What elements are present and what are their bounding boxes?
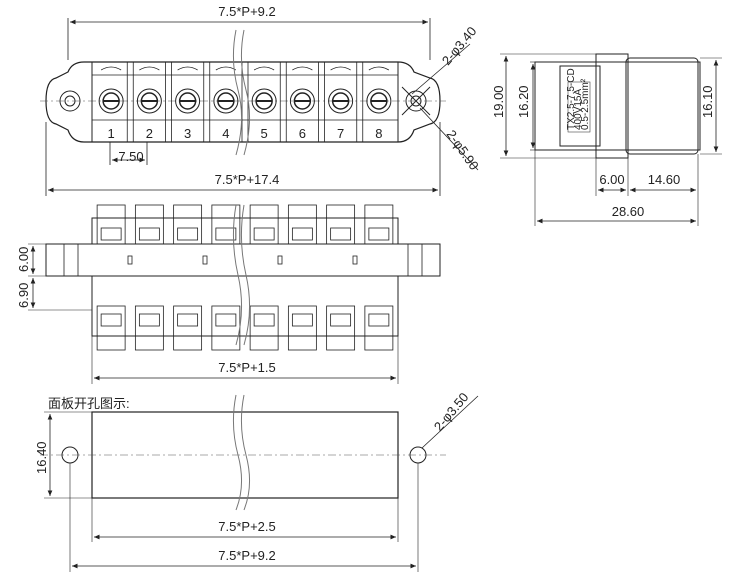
screw-icon [175, 88, 201, 114]
terminal-clamp-top [287, 204, 317, 245]
terminal-clamp-bottom [173, 305, 203, 351]
screw-icon [136, 88, 162, 114]
screw-side-icon [291, 313, 313, 327]
wire-entry-icon [215, 66, 237, 71]
panel-slot-width: 7.5*P+2.5 [218, 519, 275, 534]
screw-side-icon [100, 313, 122, 327]
wire-entry-icon [330, 66, 351, 71]
screw-side-icon [368, 313, 390, 327]
terminal-clamp-bottom [211, 305, 241, 351]
wire-entry-icon [253, 66, 275, 71]
side-label-1: TX2.5-7.5-CD [566, 68, 577, 130]
wire-entry-icon [292, 66, 313, 71]
terminal-divider [356, 61, 364, 143]
terminal-divider [126, 61, 134, 143]
screw-icon [289, 88, 315, 114]
screw-side-icon [253, 227, 275, 241]
screw-side-icon [330, 227, 352, 241]
screw-side-icon [177, 313, 199, 327]
side-label-3: 0.5-2.5mm² [580, 78, 591, 130]
screw-side-icon [215, 227, 237, 241]
side-height-right: 16.10 [700, 85, 715, 118]
terminal-clamp-top [173, 204, 203, 245]
screw-icon [98, 88, 124, 114]
screw-side-icon [368, 227, 390, 241]
terminal-clamp-top [364, 204, 394, 245]
screw-icon [213, 88, 239, 114]
terminal-divider [279, 61, 287, 143]
wire-entry-icon [177, 66, 198, 71]
terminal-number: 6 [299, 126, 306, 141]
terminal-divider [165, 61, 172, 143]
screw-icon [251, 88, 277, 114]
terminal-clamp-top [134, 204, 164, 245]
terminal-clamp-bottom [134, 305, 164, 351]
panel-height: 16.40 [34, 441, 49, 474]
terminal-clamp-bottom [287, 305, 317, 351]
front-dim-lower: 6.90 [16, 283, 31, 308]
screw-side-icon [330, 313, 352, 327]
terminal-clamp-bottom [249, 305, 279, 351]
wire-entry-icon [368, 66, 390, 71]
screw-icon [366, 88, 392, 114]
terminal-clamp-bottom [96, 305, 126, 351]
side-view: TX2.5-7.5-CD 400V15A 0.5-2.5mm² 19.00 16… [491, 53, 722, 226]
terminal-clamp-top [211, 204, 241, 245]
screw-side-icon [138, 313, 160, 327]
wire-entry-icon [100, 66, 122, 71]
side-depth-back: 14.60 [648, 172, 681, 187]
body-width-dimension: 7.5*P+17.4 [215, 172, 280, 187]
screw-icon [328, 88, 354, 114]
front-bottom-width: 7.5*P+1.5 [218, 360, 275, 375]
terminal-number: 1 [108, 126, 115, 141]
terminal-divider [203, 61, 211, 143]
terminal-row: 1 2 3 4 5 6 7 8 [91, 61, 399, 143]
body-slot-mark [202, 255, 208, 265]
screw-side-icon [253, 313, 275, 327]
screw-side-icon [177, 227, 199, 241]
screw-side-icon [138, 227, 160, 241]
front-dim-upper: 6.00 [16, 247, 31, 272]
panel-hole-label: 2-φ3.50 [431, 390, 472, 434]
terminal-clamp-top [249, 204, 279, 245]
side-height-body: 16.20 [516, 85, 531, 118]
terminal-number: 5 [261, 126, 268, 141]
panel-cutout-title: 面板开孔图示: [48, 396, 130, 411]
terminal-number: 3 [184, 126, 191, 141]
screw-side-icon [100, 227, 122, 241]
panel-overall-width: 7.5*P+9.2 [218, 548, 275, 563]
side-label-2: 400V15A [573, 89, 584, 130]
terminal-clamp-bottom [326, 305, 356, 351]
top-overall-width: 7.5*P+9.2 [218, 4, 275, 19]
side-height-total: 19.00 [491, 85, 506, 118]
screw-side-icon [291, 227, 313, 241]
side-depth-total: 28.60 [612, 204, 645, 219]
pitch-dimension: 7.50 [118, 149, 143, 164]
terminal-clamp-top [96, 204, 126, 245]
screw-side-icon [215, 313, 237, 327]
terminal-number: 8 [375, 126, 382, 141]
terminal-clamp-top [326, 204, 356, 245]
terminal-clamp-bottom [364, 305, 394, 351]
body-slot-mark [352, 255, 358, 265]
body-slot-mark [127, 255, 133, 265]
terminal-divider [318, 61, 325, 143]
front-view: 6.00 6.90 7.5*P+1.5 [16, 204, 441, 384]
panel-cutout-view: 面板开孔图示: 16.40 2-φ3.50 7.5*P+2.5 7.5*P+9.… [34, 390, 479, 572]
body-slot-mark [277, 255, 283, 265]
terminal-number: 2 [146, 126, 153, 141]
terminal-number: 7 [337, 126, 344, 141]
screw-head-label: 2-φ5.90 [444, 127, 482, 173]
wire-entry-icon [139, 66, 160, 71]
terminal-number: 4 [222, 126, 229, 141]
side-depth-front: 6.00 [599, 172, 624, 187]
mount-hole-label: 2-φ3.40 [439, 24, 480, 68]
